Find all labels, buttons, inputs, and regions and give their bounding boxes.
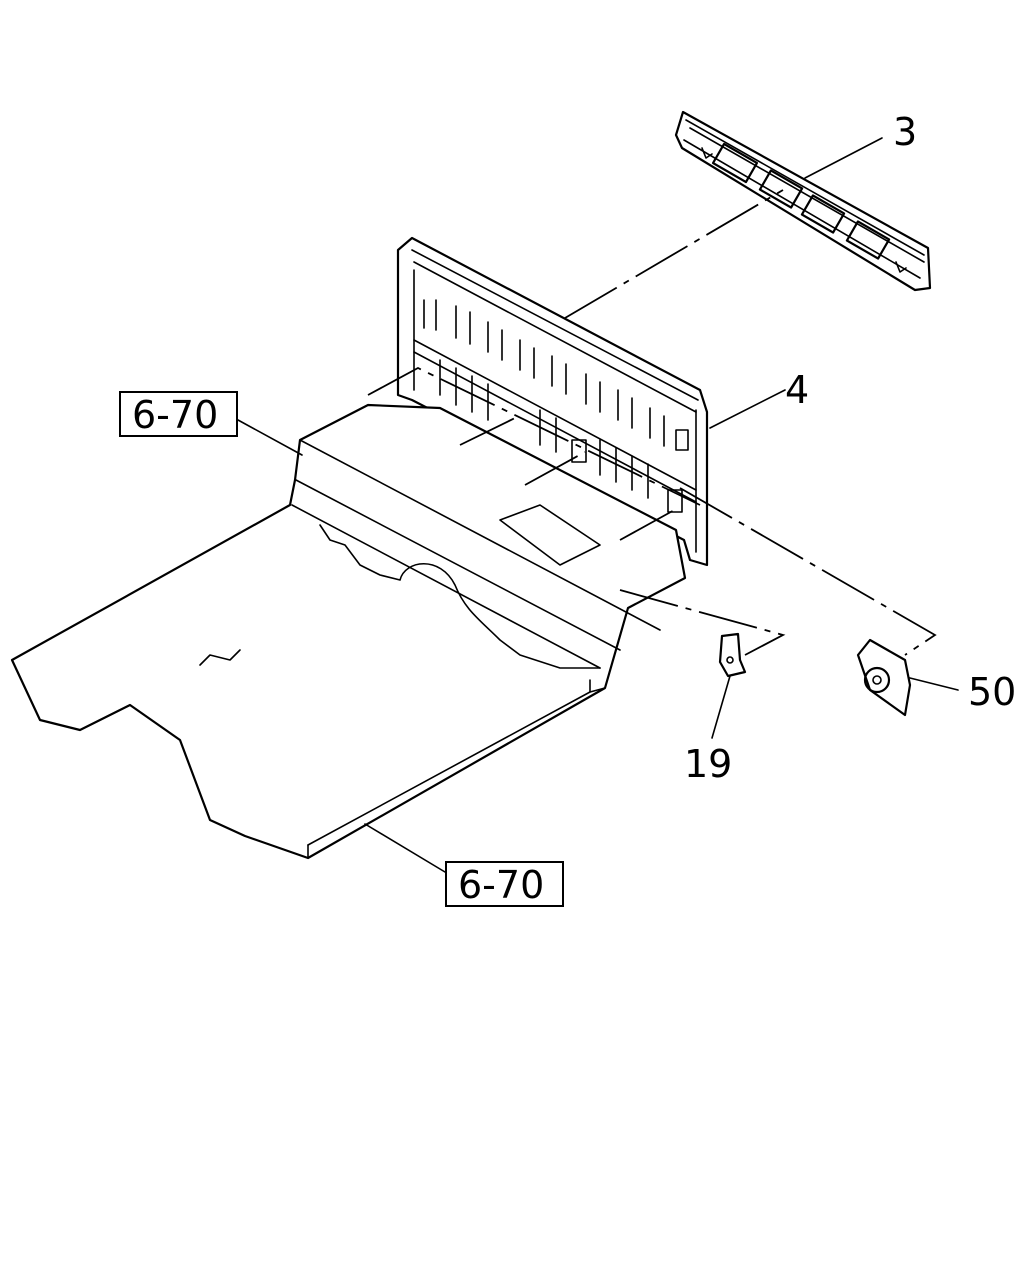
callout-part-3: 3 [893,110,917,154]
ref-label-upper: 6-70 [132,393,218,437]
part-19-bracket [718,632,747,678]
ref-box-lower: 6-70 [445,861,564,907]
leader-lines [237,137,959,873]
callout-part-50: 50 [968,670,1016,714]
ref-label-lower: 6-70 [458,863,544,907]
callout-part-19: 19 [684,742,732,786]
ref-box-upper: 6-70 [119,391,238,437]
floor-panel [10,403,687,860]
callout-part-4: 4 [785,368,809,412]
part-4-panel [396,236,709,567]
part-3-rail [674,110,932,292]
part-50-mount [856,638,912,717]
